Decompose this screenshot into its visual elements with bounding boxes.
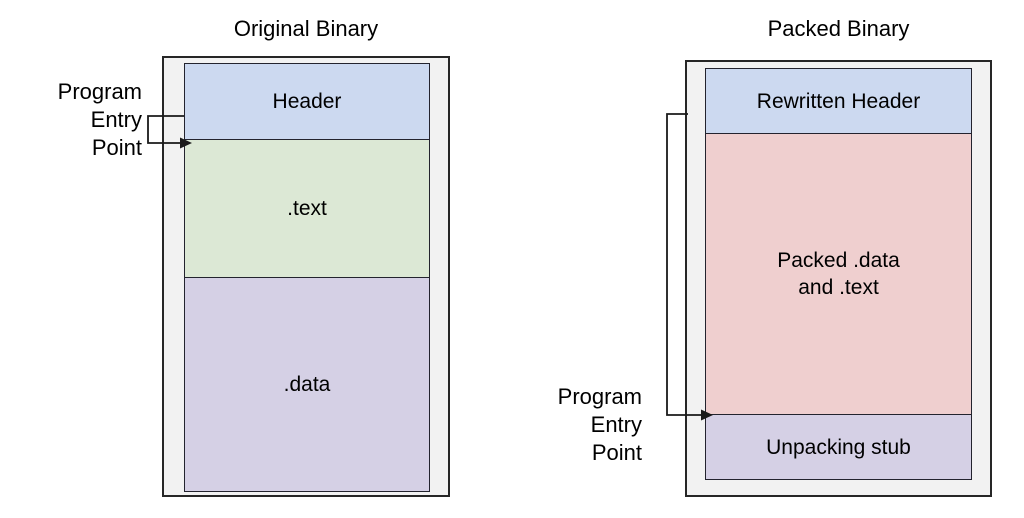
section-text-label: .text: [287, 197, 327, 220]
section-unpacking-stub-label: Unpacking stub: [766, 435, 911, 459]
section-header: Header: [184, 63, 430, 140]
original-entry-point-label: Program Entry Point: [10, 78, 142, 162]
original-binary-sections: Header .text .data: [184, 63, 430, 492]
section-data-label: .data: [283, 373, 331, 396]
section-rewritten-header-label: Rewritten Header: [756, 89, 921, 113]
section-data: .data: [184, 277, 430, 492]
original-entry-point-line1: Program: [57, 79, 142, 104]
packed-entry-point-line2: Entry: [590, 412, 642, 437]
original-entry-point-line2: Entry: [90, 107, 142, 132]
section-rewritten-header: Rewritten Header: [705, 68, 972, 134]
packed-entry-point-line3: Point: [591, 440, 642, 465]
original-entry-point-line3: Point: [91, 135, 142, 160]
section-text: .text: [184, 139, 430, 278]
original-binary-title: Original Binary: [233, 16, 379, 41]
packed-binary-title: Packed Binary: [767, 16, 910, 41]
section-header-label: Header: [272, 90, 342, 113]
section-packed-blob-label-line1: Packed .data: [777, 249, 900, 272]
section-packed-blob: Packed .data and .text: [705, 133, 972, 415]
packed-entry-point-line1: Program: [557, 384, 642, 409]
packed-entry-point-label: Program Entry Point: [510, 383, 642, 467]
section-unpacking-stub: Unpacking stub: [705, 414, 972, 480]
packed-binary-sections: Rewritten Header Packed .data and .text …: [705, 68, 972, 480]
section-packed-blob-label-line2: and .text: [798, 276, 879, 299]
